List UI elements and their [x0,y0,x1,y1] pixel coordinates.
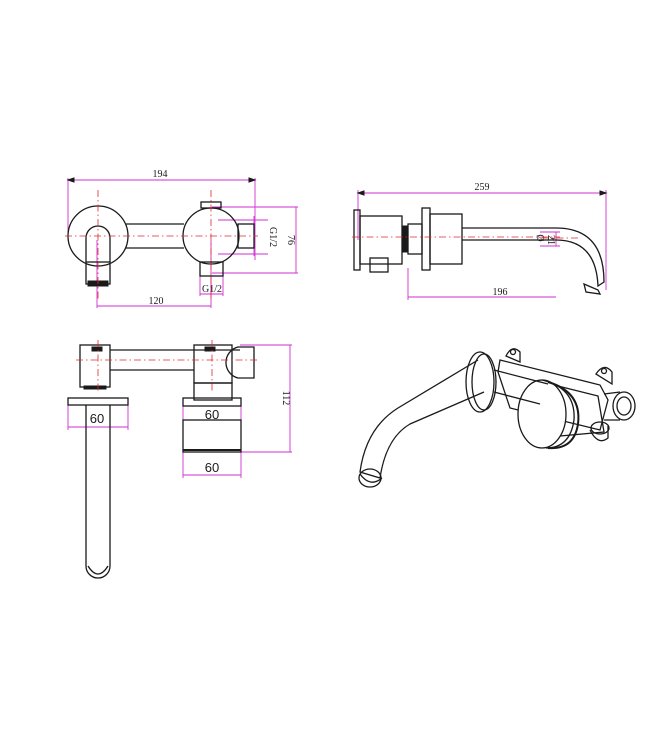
top-valve-marker [204,346,216,352]
inner-sleeve [407,223,423,255]
right-flange-label: 60 [205,407,219,422]
top-spout-end [87,565,109,575]
iso-thread-bottom [589,426,609,442]
iso-tab-right [595,366,613,386]
front-view: 194 120 76 G1/2 G1/2 [65,169,298,308]
right-flange [182,397,242,407]
thread-bottom-label: G1/2 [202,284,222,295]
left-flange [67,397,129,406]
connecting-body [126,223,184,249]
spout-to-valve-label: 120 [149,296,164,307]
spout-reach-label: 196 [493,287,508,298]
mounting-foot [369,257,389,273]
handle-width-label: 60 [205,460,219,475]
diameter-symbol: Ø [534,234,545,241]
mounting-block [359,215,403,265]
curved-spout [462,227,605,288]
iso-connecting-bar [493,369,549,405]
spout-block [429,213,463,265]
sealing-ring [401,225,409,253]
spout-tip [583,282,602,295]
handle-cap [182,419,242,453]
spout-seal-ring [83,385,107,390]
iso-thread-inner [616,396,632,416]
left-flange-label: 60 [90,411,104,426]
top-view: 60 60 60 112 [67,340,292,579]
top-valve-neck [193,382,233,401]
iso-spout-flange [465,351,495,413]
depth-label: 112 [280,391,291,406]
iso-thread-outer [612,391,636,421]
thread-right-label: G1/2 [267,227,278,247]
outlet-diameter-label: 21 [545,235,556,245]
top-connector [110,349,240,371]
iso-tab-top [505,348,521,363]
iso-handle-knob [517,379,567,449]
wall-plate [353,209,361,271]
iso-back-plate [497,359,609,431]
top-spout-pipe [85,405,111,579]
overall-length-label: 259 [475,182,490,193]
iso-spout-body [359,359,485,479]
overall-width-label: 194 [153,169,168,180]
height-label: 76 [285,235,296,245]
isometric-view [358,348,636,488]
side-flange [421,207,431,271]
thread-connector-bottom [199,261,224,277]
front-dimensions [66,177,298,308]
side-dimensions [356,190,608,300]
top-thread-stub [225,346,255,379]
iso-valve-cylinder [549,383,605,437]
side-view: 259 196 Ø 21 [352,182,608,300]
top-spout-marker [91,346,103,352]
iso-spout-tip [358,468,382,488]
